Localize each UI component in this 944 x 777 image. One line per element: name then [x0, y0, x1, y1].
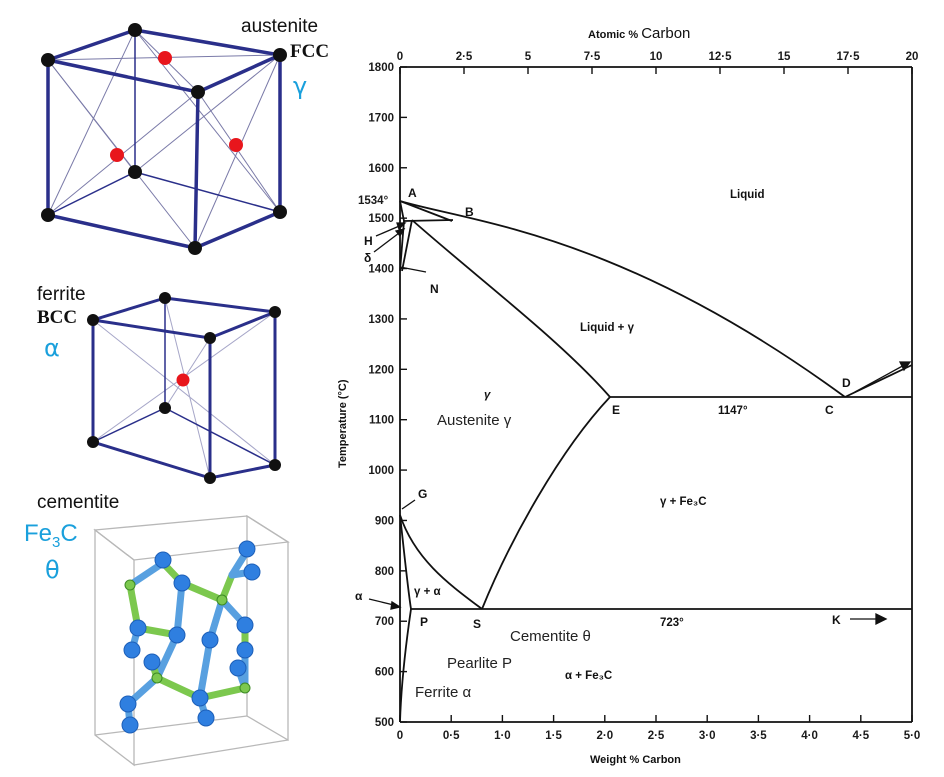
delta-solidus — [399, 200, 405, 222]
top-axis-title-bold: Atomic % — [588, 29, 638, 41]
region-gamma-alpha: γ + α — [414, 586, 441, 598]
region-cementite: Cementite θ — [510, 628, 591, 645]
wt-tick-label-6: 3·0 — [699, 730, 716, 742]
delta-austenite-boundary — [401, 219, 413, 272]
point-S: S — [473, 617, 481, 631]
point-P: P — [420, 615, 428, 629]
wt-tick-label-3: 1·5 — [545, 730, 562, 742]
region-liquid: Liquid — [730, 189, 765, 201]
point-delta: δ — [364, 251, 371, 265]
leader-arrows — [368, 222, 912, 626]
temp-tick-label-1000: 1000 — [368, 465, 394, 477]
ferrite-solvus — [399, 608, 412, 723]
point-G: G — [418, 487, 427, 501]
temp-tick-label-1100: 1100 — [369, 415, 394, 427]
fe3c-formula-subscript: 3 — [52, 533, 61, 551]
point-E: E — [612, 403, 620, 417]
acm-line — [481, 396, 611, 610]
region-pearlite: Pearlite P — [447, 655, 512, 672]
temp-tick-label-1200: 1200 — [368, 364, 394, 376]
top-axis-title: Atomic % Carbon — [588, 25, 690, 42]
at-tick-label-8: 20 — [906, 51, 919, 63]
point-B: B — [465, 205, 474, 219]
fe3c-formula-base: Fe — [24, 520, 53, 547]
cementite-unit-cell — [93, 514, 290, 767]
temp-tick-label-800: 800 — [375, 566, 394, 578]
temp-tick-label-1600: 1600 — [368, 163, 394, 175]
bcc-label: BCC — [37, 307, 78, 328]
wt-tick-label-4: 2·0 — [596, 730, 613, 742]
wt-tick-label-8: 4·0 — [801, 730, 818, 742]
top-axis-title-normal: Carbon — [641, 25, 690, 42]
eutectoid-temperature: 723° — [660, 617, 684, 629]
fe3c-formula: Fe3C — [24, 520, 78, 551]
region-alpha-fe3c: α + Fe₃C — [565, 670, 612, 682]
temp-tick-label-900: 900 — [375, 515, 394, 527]
gamma-symbol: γ — [293, 72, 308, 100]
point-D: D — [842, 376, 851, 390]
alpha-symbol: α — [44, 334, 60, 362]
at-tick-label-3: 7·5 — [584, 51, 601, 63]
wt-tick-label-7: 3·5 — [750, 730, 767, 742]
temp-tick-label-600: 600 — [375, 667, 394, 679]
left-axis-title: Temperature (°C) — [337, 379, 349, 468]
wt-tick-label-10: 5·0 — [904, 730, 921, 742]
temp-tick-label-1400: 1400 — [368, 264, 394, 276]
a3-line — [399, 514, 483, 610]
cementite-label: cementite — [37, 492, 120, 513]
austenite-label: austenite — [241, 16, 319, 37]
at-tick-label-7: 17·5 — [836, 51, 860, 63]
ferrite-label: ferrite — [37, 284, 86, 305]
point-alpha: α — [355, 589, 363, 603]
bcc-unit-cell — [87, 292, 281, 484]
region-gamma-fe3c: γ + Fe₃C — [660, 496, 707, 508]
bottom-axis-title: Weight % Carbon — [590, 754, 681, 766]
fcc-unit-cell — [41, 23, 287, 255]
point-K: K — [832, 613, 841, 627]
axis-ticks: 5006007008009001000110012001300140015001… — [368, 51, 920, 742]
wt-tick-label-9: 4·5 — [852, 730, 869, 742]
region-austenite: Austenite γ — [437, 412, 512, 429]
region-liquid-gamma: Liquid + γ — [580, 322, 635, 334]
at-tick-label-4: 10 — [650, 51, 663, 63]
theta-symbol: θ — [45, 556, 60, 584]
region-ferrite: Ferrite α — [415, 684, 472, 701]
temp-tick-label-1800: 1800 — [368, 62, 394, 74]
point-N: N — [430, 282, 439, 296]
wt-tick-label-2: 1·0 — [494, 730, 511, 742]
wt-tick-label-5: 2·5 — [648, 730, 665, 742]
at-tick-label-6: 15 — [778, 51, 791, 63]
at-tick-label-0: 0 — [397, 51, 403, 63]
region-gamma: γ — [484, 389, 491, 401]
point-A: A — [408, 186, 417, 200]
at-tick-label-5: 12·5 — [708, 51, 732, 63]
austenite-solidus — [411, 219, 611, 398]
temp-tick-label-700: 700 — [375, 616, 394, 628]
phase-boundaries — [399, 200, 913, 723]
liquidus-line — [399, 200, 846, 398]
eutectic-temperature: 1147° — [718, 405, 748, 417]
at-tick-label-1: 2·5 — [456, 51, 473, 63]
temp-tick-label-1300: 1300 — [368, 314, 394, 326]
fe3c-formula-tail: C — [60, 520, 78, 547]
point-H: H — [364, 234, 373, 248]
wt-tick-label-0: 0 — [397, 730, 403, 742]
at-tick-label-2: 5 — [525, 51, 532, 63]
point-C: C — [825, 403, 834, 417]
temp-tick-label-1700: 1700 — [368, 112, 394, 124]
liquidus-right — [844, 364, 913, 398]
temp-tick-label-500: 500 — [375, 717, 394, 729]
ferrite-boundary — [399, 514, 412, 610]
temp-tick-label-1500: 1500 — [368, 213, 394, 225]
fcc-label: FCC — [290, 41, 330, 62]
tick-1534: 1534° — [358, 195, 389, 207]
liquidus-delta — [399, 200, 453, 222]
wt-tick-label-1: 0·5 — [443, 730, 460, 742]
